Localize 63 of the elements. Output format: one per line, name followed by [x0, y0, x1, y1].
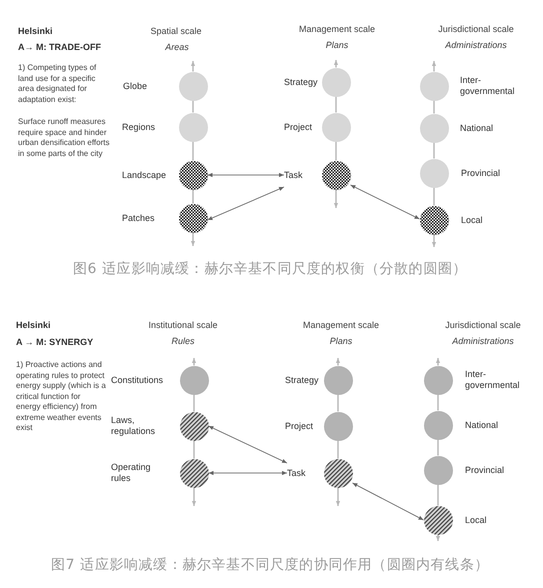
scale-title: Spatial scale [150, 26, 202, 37]
level-label: Laws, regulations [111, 415, 156, 437]
arrow [208, 470, 288, 476]
scale-title: Jurisdictional scale [445, 320, 521, 331]
level-label: Task [287, 468, 306, 478]
relation-heading: A→ M: TRADE-OFF [18, 42, 101, 53]
scale-subtitle: Plans [330, 336, 352, 347]
description-text: 1) Competing types of land use for a specific area designated for adaptation exist: [18, 63, 98, 105]
scale-subtitle: Rules [172, 336, 194, 347]
level-label: Constitutions [111, 374, 164, 386]
scale-title: Management scale [302, 320, 380, 331]
level-label: Strategy [284, 76, 318, 88]
connector-line [192, 100, 194, 112]
level-label: National [460, 122, 494, 134]
arrow [207, 172, 284, 178]
level-label: Operating rules [111, 462, 152, 484]
scale-subtitle: Administrations [445, 40, 507, 51]
connector-line [335, 96, 337, 112]
description-text: 1) Proactive actions and operating rules to protect energy supply (which is a critical function for energy efficiency) from extreme weather events exist [16, 360, 106, 434]
level-label: Inter- governmental [460, 75, 516, 97]
arrow [352, 482, 424, 520]
figure-caption: 图7 适应影响减缓：赫尔辛基不同尺度的协同作用（圆圈内有线条） [51, 556, 489, 574]
arrow [207, 186, 284, 220]
place-heading: Helsinki [16, 320, 51, 331]
connector-line [437, 440, 439, 456]
figure-caption: 图6 适应影响减缓：赫尔辛基不同尺度的权衡（分散的圆圈） [72, 260, 468, 278]
arrow [350, 184, 420, 220]
connector-line [192, 142, 194, 160]
connector-line [433, 142, 435, 158]
level-label: Provincial [461, 168, 500, 178]
scale-title: Jurisdictional scale [438, 24, 514, 35]
relation-heading: A → M: SYNERGY [16, 337, 94, 348]
scale-subtitle: Administrations [452, 336, 514, 347]
connector-line [433, 188, 435, 206]
level-label: National [465, 420, 498, 430]
scale-subtitle: Plans [326, 40, 348, 51]
connector-line [337, 440, 339, 458]
scale-title: Institutional scale [148, 320, 218, 331]
description-text: Surface runoff measures require space and hinder urban densification efforts in some parts of the city [18, 117, 110, 159]
connector-line [433, 100, 435, 114]
connector-line [437, 484, 439, 506]
level-label: Project [284, 122, 312, 132]
level-label: Strategy [285, 374, 319, 386]
level-label: Landscape [122, 170, 166, 180]
level-label: Patches [122, 212, 155, 224]
place-heading: Helsinki [18, 26, 53, 37]
connector-line [192, 190, 194, 204]
connector-line [337, 394, 339, 412]
connector-line [193, 440, 195, 458]
connector-line [437, 394, 439, 410]
level-label: Project [285, 420, 314, 432]
connector-line [193, 394, 195, 412]
level-label: Task [284, 170, 303, 180]
level-label: Provincial [465, 464, 504, 476]
level-label: Inter- governmental [465, 369, 521, 391]
level-label: Globe [123, 80, 148, 92]
connector-line [335, 142, 337, 160]
level-label: Local [461, 214, 483, 226]
level-label: Local [465, 514, 487, 526]
arrow [208, 426, 288, 464]
scale-subtitle: Areas [165, 42, 189, 53]
level-label: Regions [122, 122, 156, 132]
scale-title: Management scale [298, 24, 376, 35]
